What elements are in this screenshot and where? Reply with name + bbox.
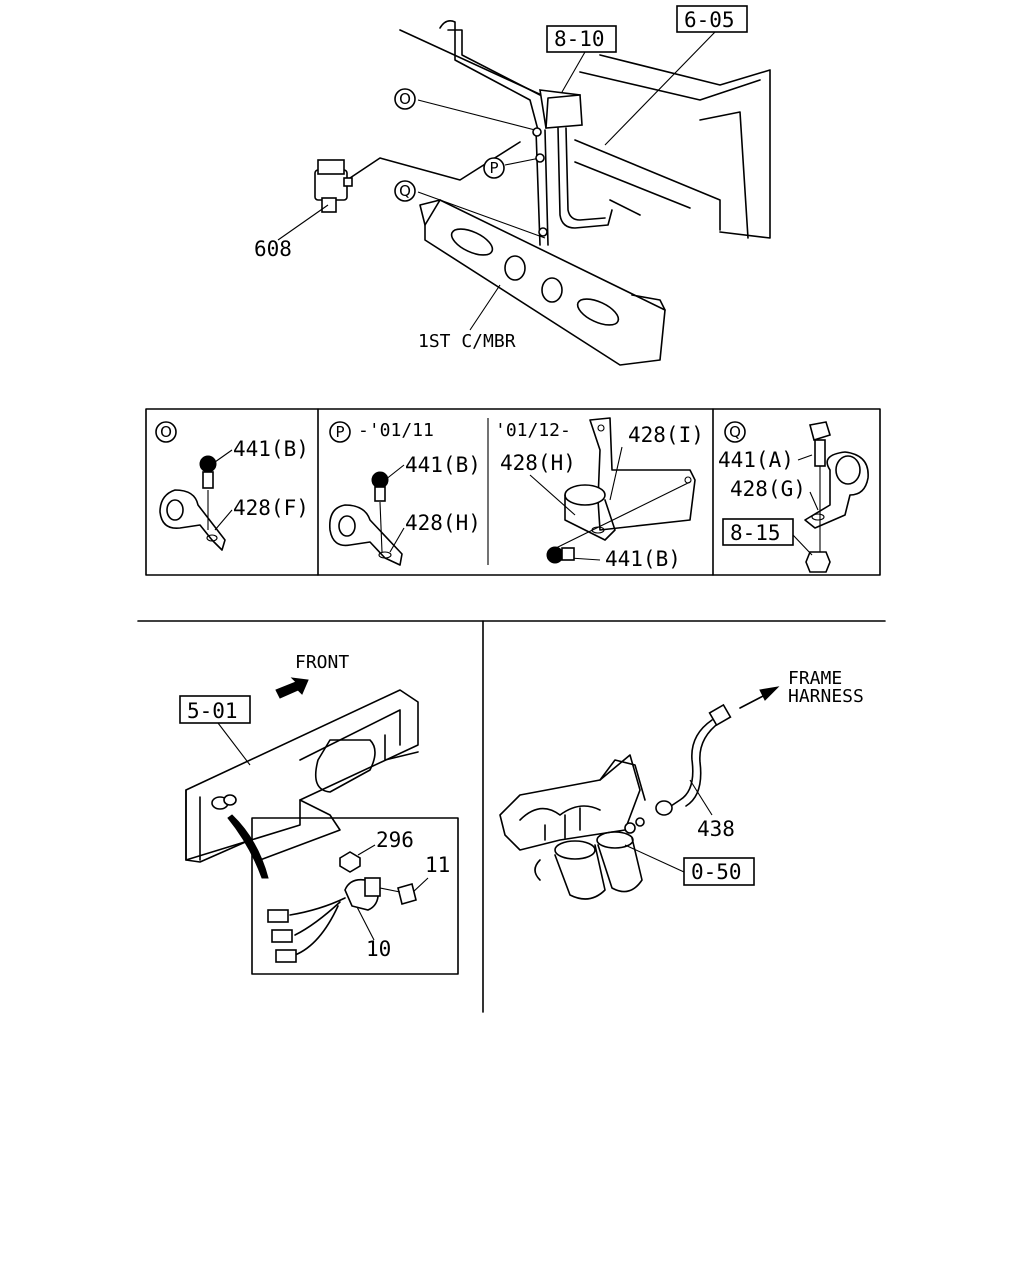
callout-q-circle <box>394 180 416 202</box>
part-608-label: 608 <box>254 237 292 261</box>
bolt-11-icon <box>397 883 417 905</box>
detail-p: P -'01/11 441(B) 428(H) '01/12- 428(I) 4… <box>328 417 704 571</box>
ref-box-5-01 <box>179 695 251 724</box>
mount-bracket <box>539 89 583 129</box>
crossmember-label: 1ST C/MBR <box>418 331 516 352</box>
clip-428f-icon <box>159 489 226 551</box>
harness-arrow-icon <box>759 686 780 701</box>
clip-428h-icon <box>328 504 403 566</box>
detail-p-clip-late: 428(H) <box>500 451 576 475</box>
ref-6-05: 6-05 <box>684 8 735 32</box>
detail-p-bracket: 428(I) <box>628 423 704 447</box>
clip-428h-late-icon <box>564 484 606 506</box>
ref-8-10: 8-10 <box>554 27 605 51</box>
front-label: FRONT <box>295 652 349 673</box>
relay-608 <box>314 159 353 213</box>
detail-o-key: O <box>160 423 172 441</box>
detail-p-clip-early: 428(H) <box>405 511 481 535</box>
nut-296-icon <box>339 851 361 873</box>
callout-q: Q <box>399 182 411 200</box>
bolt-441b-icon <box>199 455 217 473</box>
top-assembly-view: 8-10 6-05 O P Q 608 1ST C/MBR <box>254 5 771 366</box>
detail-q-bolt: 441(A) <box>718 448 794 472</box>
inset-box <box>251 817 459 975</box>
detail-o-bolt: 441(B) <box>233 437 309 461</box>
filter-right <box>597 837 643 893</box>
detail-pointer-icon <box>227 814 269 879</box>
filter-left <box>554 844 606 900</box>
part-11-label: 11 <box>425 853 450 877</box>
detail-panel: O 441(B) 428(F) P -'01/11 441(B) 428(H) <box>145 408 881 576</box>
detail-q-clip: 428(G) <box>730 477 806 501</box>
callout-p: P <box>489 159 498 177</box>
detail-p-bolt-late: 441(B) <box>605 547 681 571</box>
callout-p-circle <box>483 157 505 179</box>
callout-o-circle <box>394 88 416 110</box>
ref-box-8-15 <box>722 518 794 546</box>
part-296-label: 296 <box>376 828 414 852</box>
bolt-441b-icon <box>371 471 389 489</box>
front-arrow-icon <box>275 677 309 699</box>
detail-o: O 441(B) 428(F) <box>155 421 309 551</box>
part-438-label: 438 <box>697 817 735 841</box>
ref-box-6-05 <box>676 5 748 33</box>
detail-p-early: -'01/11 <box>358 420 434 441</box>
bracket-428i-icon <box>589 417 696 531</box>
callout-o: O <box>399 90 411 108</box>
bolt-441b-late-icon <box>546 546 564 564</box>
detail-p-bolt: 441(B) <box>405 453 481 477</box>
clip-428g-icon <box>804 451 869 529</box>
lower-left-view: FRONT 5-01 296 11 10 <box>179 652 459 975</box>
nut-icon <box>805 551 831 573</box>
harness-wire-438 <box>667 719 713 809</box>
ref-5-01: 5-01 <box>187 699 238 723</box>
ref-8-15: 8-15 <box>730 521 781 545</box>
engine-manifold <box>499 754 641 851</box>
detail-q: Q 441(A) 428(G) 8-15 <box>718 421 869 573</box>
ref-box-0-50 <box>683 857 755 886</box>
detail-q-key: Q <box>729 423 741 441</box>
frame-rail <box>185 689 419 861</box>
detail-p-key: P <box>335 423 344 441</box>
detail-p-late: '01/12- <box>495 420 571 441</box>
lower-right-view: FRAME HARNESS 438 0-50 <box>499 668 864 900</box>
harness-label-2: HARNESS <box>788 686 864 707</box>
ref-box-8-10 <box>546 25 617 53</box>
detail-o-clip: 428(F) <box>233 496 309 520</box>
harness-label-1: FRAME <box>788 668 842 689</box>
ref-0-50: 0-50 <box>691 860 742 884</box>
part-10-label: 10 <box>366 937 391 961</box>
